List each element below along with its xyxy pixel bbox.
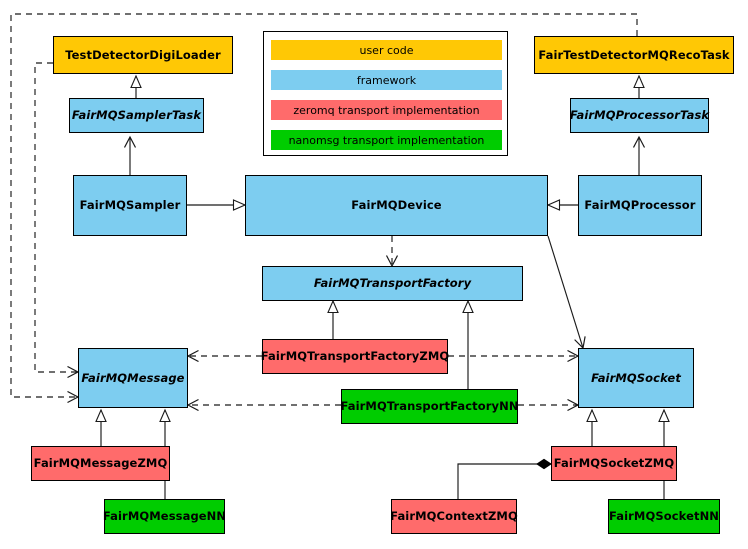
class-label: FairMQDevice xyxy=(351,198,442,213)
legend-label-zeromq: zeromq transport implementation xyxy=(293,103,480,117)
legend-label-framework: framework xyxy=(356,73,417,87)
class-label: FairMQProcessorTask xyxy=(569,108,710,123)
class-box-testdetectordigiloader[interactable]: TestDetectorDigiLoader xyxy=(53,36,233,74)
class-box-fairmqprocessortask[interactable]: FairMQProcessorTask xyxy=(570,98,709,133)
class-label: FairMQSocket xyxy=(591,370,681,385)
class-box-fairmqtransportfactory[interactable]: FairMQTransportFactory xyxy=(262,266,523,301)
class-label: FairTestDetectorMQRecoTask xyxy=(538,47,730,62)
class-label: FairMQSocketNN xyxy=(608,509,720,524)
class-box-fairmqdevice[interactable]: FairMQDevice xyxy=(245,175,548,236)
class-box-fairmqsamplertask[interactable]: FairMQSamplerTask xyxy=(69,98,204,133)
legend: user code framework zeromq transport imp… xyxy=(263,31,508,156)
class-box-fairmqcontextzmq[interactable]: FairMQContextZMQ xyxy=(390,499,518,534)
class-box-fairmqmessagenn[interactable]: FairMQMessageNN xyxy=(102,499,227,534)
class-label: FairMQTransportFactoryNN xyxy=(340,399,519,414)
legend-item-framework: framework xyxy=(271,70,502,90)
class-label: FairMQSampler xyxy=(79,198,181,213)
class-box-fairmqsocket[interactable]: FairMQSocket xyxy=(578,348,694,408)
class-label: FairMQTransportFactoryZMQ xyxy=(260,349,450,364)
legend-item-nanomsg: nanomsg transport implementation xyxy=(271,130,502,150)
class-label: FairMQContextZMQ xyxy=(390,509,518,524)
class-box-fairmqtransportfactoryzmq[interactable]: FairMQTransportFactoryZMQ xyxy=(260,339,450,374)
class-box-fairtestdetectormqrecotask[interactable]: FairTestDetectorMQRecoTask xyxy=(534,36,734,74)
class-label: FairMQSocketZMQ xyxy=(553,456,675,471)
class-label: FairMQMessageNN xyxy=(102,509,227,524)
class-label: FairMQMessageZMQ xyxy=(33,456,168,471)
class-box-fairmqprocessor[interactable]: FairMQProcessor xyxy=(578,175,702,236)
class-box-fairmqsampler[interactable]: FairMQSampler xyxy=(73,175,187,236)
legend-item-user-code: user code xyxy=(271,40,502,60)
class-box-fairmqtransportfactorynn[interactable]: FairMQTransportFactoryNN xyxy=(340,389,519,424)
edge-socketzmq-composition-contextzmq xyxy=(457,458,552,499)
class-label: FairMQMessage xyxy=(81,370,185,385)
class-box-fairmqsocketnn[interactable]: FairMQSocketNN xyxy=(608,499,720,534)
class-box-fairmqsocketzmq[interactable]: FairMQSocketZMQ xyxy=(551,446,677,481)
legend-label-user-code: user code xyxy=(359,43,414,57)
class-box-fairmqmessage[interactable]: FairMQMessage xyxy=(78,348,188,408)
class-label: FairMQSamplerTask xyxy=(71,108,202,123)
class-label: FairMQTransportFactory xyxy=(313,276,472,291)
class-box-fairmqmessagezmq[interactable]: FairMQMessageZMQ xyxy=(31,446,170,481)
edge-device-to-socket xyxy=(547,235,583,348)
class-label: FairMQProcessor xyxy=(584,198,696,213)
legend-item-zeromq: zeromq transport implementation xyxy=(271,100,502,120)
class-label: TestDetectorDigiLoader xyxy=(65,47,221,62)
legend-label-nanomsg: nanomsg transport implementation xyxy=(288,133,485,147)
